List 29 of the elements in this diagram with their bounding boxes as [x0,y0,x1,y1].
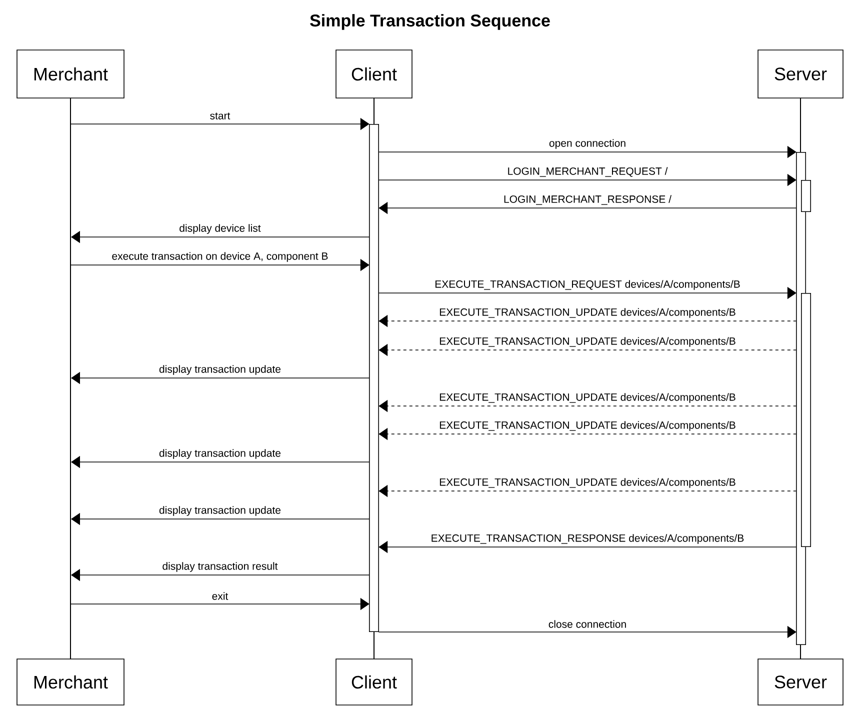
diagram-title: Simple Transaction Sequence [310,14,550,30]
message-label: EXECUTE_TRANSACTION_UPDATE devices/A/components/B [438,420,737,432]
message-label: EXECUTE_TRANSACTION_RESPONSE devices/A/components/B [430,533,746,545]
message-label: start [208,112,232,120]
activation-bar [801,293,811,547]
message-label: EXECUTE_TRANSACTION_UPDATE devices/A/components/B [438,477,737,489]
message-label: display device list [178,223,262,235]
message-label: display transaction update [158,364,282,376]
message-label: LOGIN_MERCHANT_REQUEST / [506,166,669,178]
participant-box: Merchant [16,658,124,706]
message-label: EXECUTE_TRANSACTION_UPDATE devices/A/components/B [438,336,737,348]
message-label: EXECUTE_TRANSACTION_UPDATE devices/A/components/B [438,392,737,404]
message-label: EXECUTE_TRANSACTION_UPDATE devices/A/components/B [438,307,737,319]
participant-box: Server [758,658,844,706]
message-label: display transaction update [158,448,282,460]
message-label: display transaction result [161,561,279,573]
activation-bar [801,180,811,212]
message-label: open connection [548,138,628,150]
message-label: exit [210,591,230,601]
message-label: execute transaction on device A, component B [110,251,330,263]
participant-box: Client [336,658,412,706]
activation-bar [369,124,379,632]
message-label: EXECUTE_TRANSACTION_REQUEST devices/A/components/B [434,279,742,291]
participant-box: Merchant [16,50,124,98]
participant-box: Server [758,50,844,98]
message-label: LOGIN_MERCHANT_RESPONSE / [502,194,673,206]
message-label: display transaction update [158,505,282,517]
message-label: close connection [547,619,628,629]
participant-box: Client [336,50,412,98]
